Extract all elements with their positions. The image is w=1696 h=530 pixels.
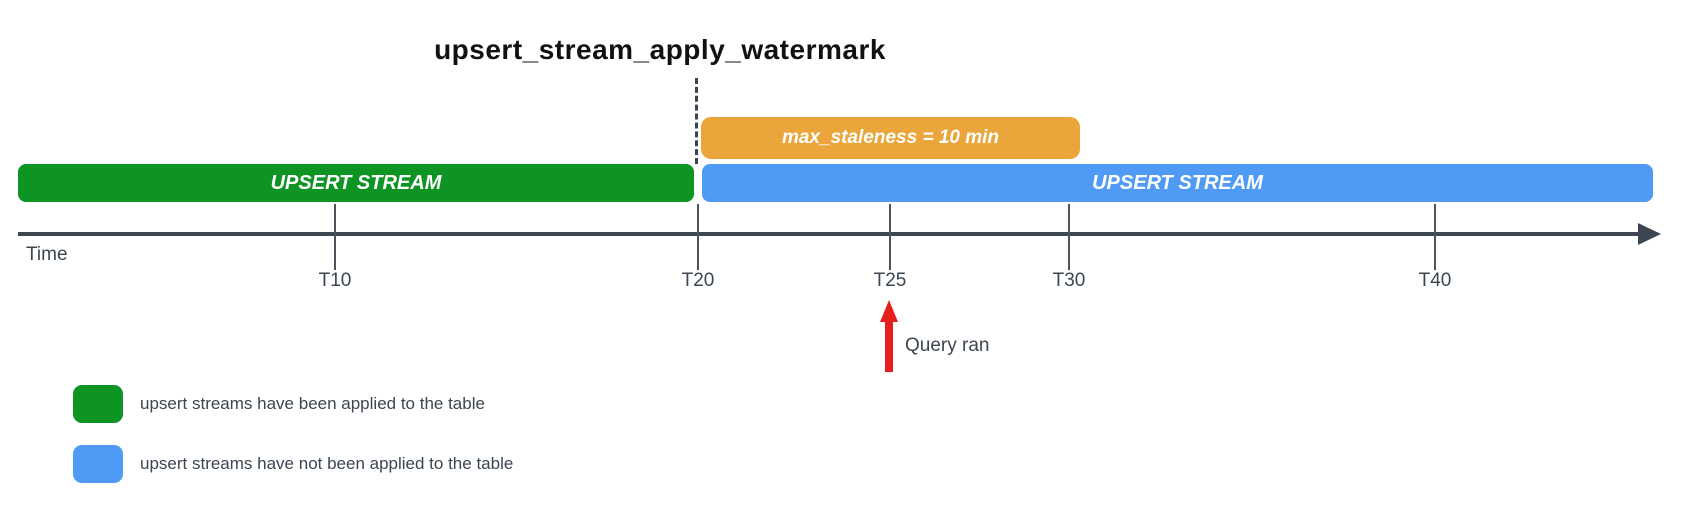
- tick-label-t10: T10: [318, 270, 352, 291]
- upsert-stream-applied-bar: UPSERT STREAM: [18, 164, 694, 202]
- time-axis-line: [18, 232, 1644, 236]
- tick-label-t30: T30: [1052, 270, 1086, 291]
- tick-t25: [889, 204, 891, 270]
- diagram-title: upsert_stream_apply_watermark: [434, 34, 886, 65]
- legend-swatch-green: [73, 385, 123, 423]
- query-ran-up-arrow-head-icon: [880, 300, 898, 322]
- query-ran-label: Query ran: [905, 335, 990, 356]
- legend-swatch-blue: [73, 445, 123, 483]
- tick-label-t40: T40: [1418, 270, 1452, 291]
- tick-label-t25: T25: [873, 270, 907, 291]
- upsert-stream-not-applied-bar: UPSERT STREAM: [702, 164, 1653, 202]
- time-axis-label: Time: [26, 244, 68, 265]
- tick-label-t20: T20: [681, 270, 715, 291]
- tick-t10: [334, 204, 336, 270]
- legend-label-not-applied: upsert streams have not been applied to …: [140, 454, 514, 473]
- watermark-dotted-line: [695, 78, 698, 164]
- max-staleness-bar: max_staleness = 10 min: [701, 117, 1080, 159]
- query-ran-up-arrow-icon: [885, 316, 893, 372]
- tick-t30: [1068, 204, 1070, 270]
- tick-t20: [697, 204, 699, 270]
- time-axis-arrowhead-icon: [1638, 223, 1661, 245]
- upsert-stream-applied-bar-label: UPSERT STREAM: [270, 171, 442, 194]
- upsert-stream-not-applied-bar-label: UPSERT STREAM: [1092, 171, 1263, 194]
- tick-t40: [1434, 204, 1436, 270]
- legend-label-applied: upsert streams have been applied to the …: [140, 394, 485, 413]
- max-staleness-bar-label: max_staleness = 10 min: [781, 127, 1000, 148]
